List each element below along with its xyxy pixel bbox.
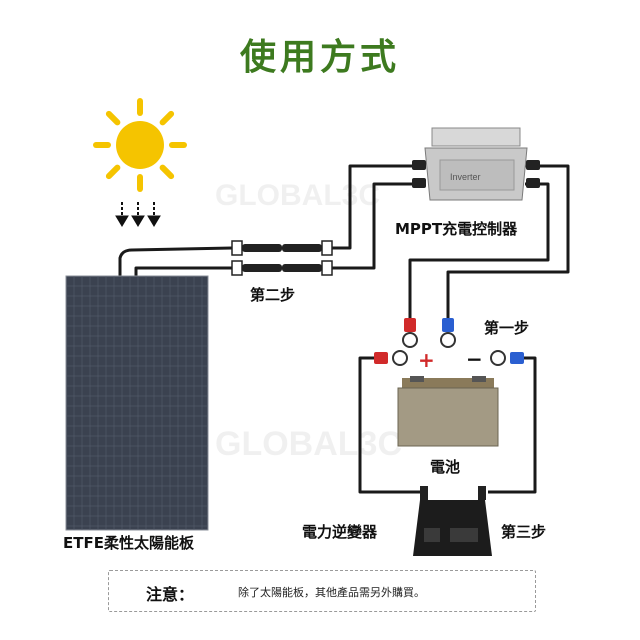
ring-terminal-icon bbox=[374, 318, 524, 366]
step3-label: 第三步 bbox=[501, 523, 547, 541]
note-box bbox=[108, 570, 536, 612]
battery-negative-sign: − bbox=[466, 347, 483, 371]
battery bbox=[397, 376, 499, 447]
power-inverter bbox=[413, 486, 492, 556]
note-label: 注意： bbox=[146, 585, 195, 604]
step1-label: 第一步 bbox=[484, 319, 530, 337]
page-title: 使用方式 bbox=[239, 37, 400, 78]
note-text: 除了太陽能板，其他產品需另外購買。 bbox=[238, 586, 425, 599]
controller-label: MPPT充電控制器 bbox=[395, 220, 518, 238]
step2-label: 第二步 bbox=[250, 286, 296, 304]
svg-text:GLOBAL3C: GLOBAL3C bbox=[215, 179, 380, 212]
mc4-connector-icon bbox=[231, 240, 333, 276]
svg-text:GLOBAL3C: GLOBAL3C bbox=[215, 425, 402, 463]
sunlight-arrows-icon bbox=[115, 202, 161, 227]
inverter-label: 電力逆變器 bbox=[302, 523, 378, 541]
battery-positive-sign: + bbox=[418, 348, 435, 372]
battery-label: 電池 bbox=[430, 458, 461, 476]
sun-icon bbox=[93, 98, 187, 192]
solar-panel bbox=[65, 275, 209, 531]
svg-text:Inverter: Inverter bbox=[450, 172, 481, 182]
watermark: GLOBAL3C GLOBAL3C bbox=[215, 179, 402, 463]
panel-label: ETFE柔性太陽能板 bbox=[63, 534, 194, 552]
mppt-controller: Inverter bbox=[412, 127, 540, 201]
